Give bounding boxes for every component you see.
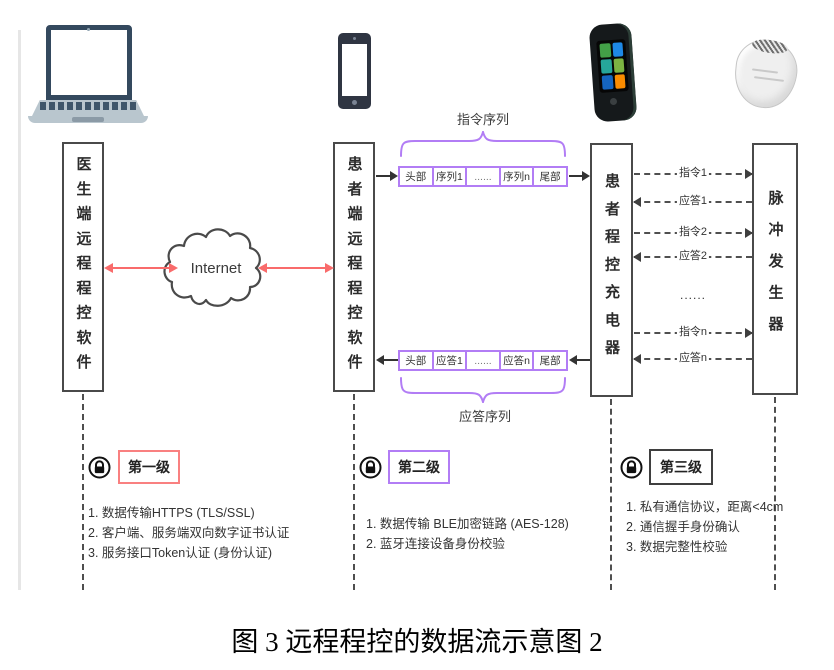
seq-cell: 头部 [405,171,427,183]
arrowhead [169,263,178,273]
connector [576,359,590,361]
rf-label: 应答2 [676,249,710,264]
list-item: 1. 数据传输 BLE加密链路 (AES-128) [366,517,569,531]
seq-cell: 序列1 [431,168,466,185]
list-item: 2. 客户端、服务端双向数字证书认证 [88,526,290,540]
lock-icon [359,456,382,479]
node-patient-charger: 患者程控充电器 [590,143,633,397]
node-label: 患者端远程程控软件 [345,155,363,379]
arrowhead [633,197,641,207]
list-item: 3. 数据完整性校验 [626,540,728,554]
rf-message-cmd1: 指令1 [634,166,753,182]
connector [384,359,398,361]
arrowhead [633,252,641,262]
list-item: 3. 服务接口Token认证 (身份认证) [88,546,273,560]
drop-line-charger [610,399,612,590]
level-1-badge: 第一级 [118,450,180,484]
charger-tile [599,43,611,58]
arrowhead [745,328,753,338]
rf-message-rsp2: 应答2 [633,249,752,265]
response-sequence-brace [400,377,566,403]
level-3-badge: 第三级 [649,449,713,485]
rf-label: 应答1 [676,194,710,209]
node-patient-software: 患者端远程程控软件 [333,142,375,392]
laptop-keyboard [40,102,136,110]
seq-cell: ...... [465,352,499,369]
rf-label: 指令1 [676,166,710,181]
seq-cell: 尾部 [532,352,566,369]
arrowhead [258,263,267,273]
list-item: 2. 蓝牙连接设备身份校验 [366,537,505,551]
level-1-list: 1. 数据传输HTTPS (TLS/SSL) 2. 客户端、服务端双向数字证书认… [88,503,289,563]
charger-tile [611,42,624,57]
drop-line-generator [774,397,776,590]
figure-caption: 图 3 远程程控的数据流示意图 2 [231,627,603,657]
internet-label: Internet [190,260,242,277]
arrowhead [569,355,577,365]
level-2-title: 第二级 [398,459,440,475]
internet-cloud [163,228,262,307]
page-edge-divider [18,30,21,590]
list-item: 1. 数据传输HTTPS (TLS/SSL) [88,506,255,520]
node-label: 患者程控充电器 [603,172,620,368]
seq-cell: 应答1 [431,352,466,369]
list-item: 2. 通信握手身份确认 [626,520,740,534]
level-3-list: 1. 私有通信协议，距离<4cm 2. 通信握手身份确认 3. 数据完整性校验 [626,497,783,557]
node-label: 脉冲发生器 [766,190,784,348]
rf-label: 指令n [676,325,710,340]
arrowhead [745,228,753,238]
node-pulse-generator: 脉冲发生器 [752,143,798,395]
lock-icon [88,456,111,479]
rf-ellipsis: ...... [679,288,706,302]
charger-tile [601,75,614,90]
laptop-screen [46,25,132,100]
seq-cell: 序列n [498,168,533,185]
charger-screen [596,39,629,93]
arrowhead [390,171,398,181]
node-label: 医生端远程程控软件 [74,155,92,379]
connector [569,175,583,177]
phone-screen [342,44,367,96]
rf-label: 应答n [676,351,710,366]
arrowhead [325,263,334,273]
command-sequence-brace [400,131,566,157]
drop-line-doctor [82,394,84,590]
rf-message-rspn: 应答n [633,351,752,367]
rf-label: 指令2 [676,225,710,240]
command-sequence-frame: 头部 序列1 ...... 序列n 尾部 [398,166,568,187]
response-sequence-frame: 头部 应答1 ...... 应答n 尾部 [398,350,568,371]
level-2-list: 1. 数据传输 BLE加密链路 (AES-128) 2. 蓝牙连接设备身份校验 [366,514,569,554]
arrowhead [104,263,113,273]
charger-tile [613,58,625,73]
arrowhead [376,355,384,365]
command-sequence-label: 指令序列 [456,112,509,127]
seq-cell: 应答n [498,352,533,369]
charger-button [610,98,617,105]
rf-message-rsp1: 应答1 [633,194,752,210]
arrowhead [633,354,641,364]
arrowhead [582,171,590,181]
seq-cell: 头部 [405,355,427,367]
lock-icon [620,456,643,479]
laptop-trackpad [72,117,104,122]
node-doctor-software: 医生端远程程控软件 [62,142,104,392]
connector [376,175,391,177]
level-3-title: 第三级 [660,459,702,475]
list-item: 1. 私有通信协议，距离<4cm [626,500,784,514]
charger-tile [614,74,626,89]
laptop-camera-dot [87,28,90,31]
rf-message-cmdn: 指令n [634,325,753,341]
phone-home-dot [352,100,357,105]
arrowhead [745,169,753,179]
phone-speaker-dot [353,37,356,40]
seq-cell: 尾部 [532,168,566,185]
response-sequence-label: 应答序列 [458,409,511,424]
level-1-title: 第一级 [128,459,170,475]
level-2-badge: 第二级 [388,450,450,484]
seq-cell: ...... [465,168,499,185]
rf-message-cmd2: 指令2 [634,225,753,241]
charger-tile [600,59,612,74]
drop-line-patient [353,394,355,590]
